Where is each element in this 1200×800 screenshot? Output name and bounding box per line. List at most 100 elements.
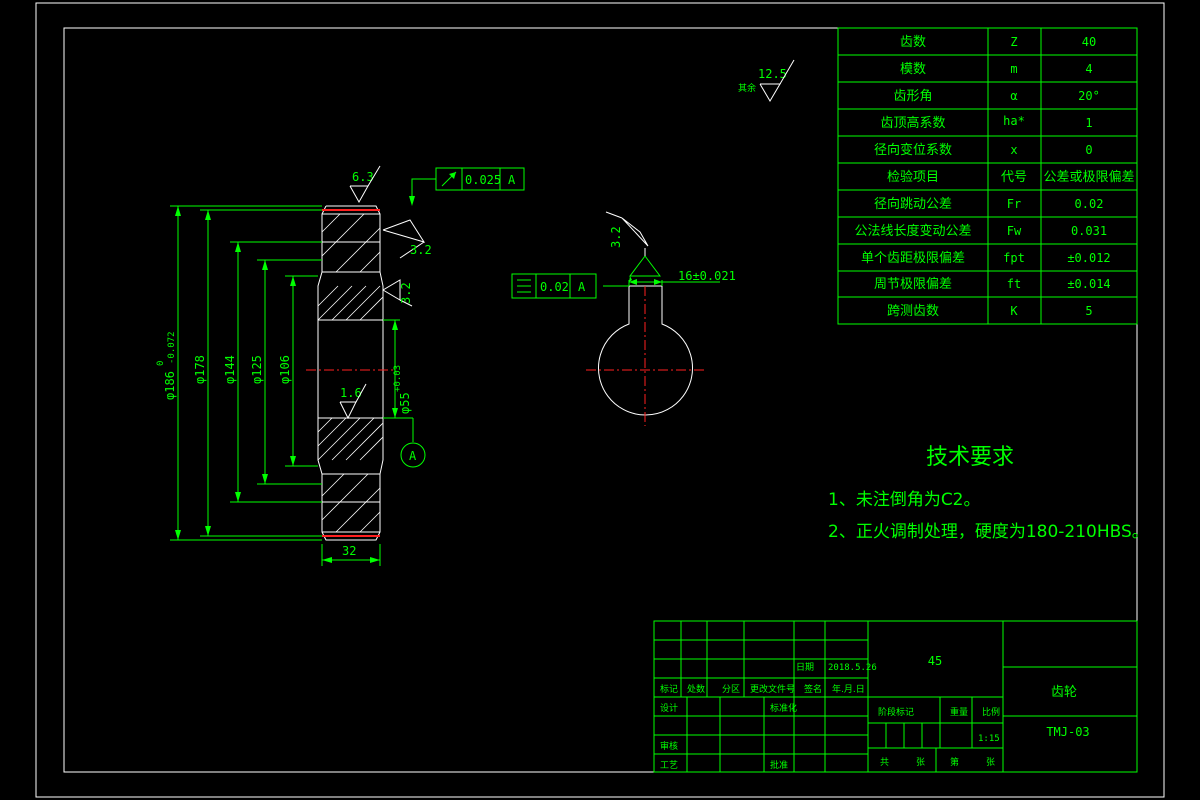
param-symbol: α: [1010, 89, 1017, 103]
row-label: 年.月.日: [832, 683, 865, 695]
row-label: 分区: [722, 684, 740, 695]
row-label: 处数: [687, 683, 705, 695]
dim-d55-tol: +0.03: [393, 365, 403, 392]
roughness-top-symbol: 6.3: [349, 165, 381, 204]
param-symbol: ha*: [1003, 114, 1025, 128]
review-label: 审核: [660, 740, 678, 752]
param-name: 径向变位系数: [874, 142, 952, 158]
param-name: 模数: [900, 62, 926, 77]
std-label: 标准化: [770, 702, 797, 714]
roughness-face1-symbol: 3.2: [382, 219, 432, 259]
roughness-bore-symbol: 1.6: [339, 383, 367, 420]
svg-text:6.3: 6.3: [352, 170, 374, 184]
row-label: 更改文件号: [750, 683, 795, 695]
sheet-label: 共: [880, 757, 889, 768]
param-name: 公法线长度变动公差: [854, 223, 971, 239]
rest-roughness-symbol: 其余 12.5: [738, 59, 795, 102]
tech-requirements: 技术要求 1、未注倒角为C2。 2、正火调制处理，硬度为180-210HBS。: [828, 445, 1149, 542]
row-label: 标记: [660, 683, 678, 695]
tech-req-item: 2、正火调制处理，硬度为180-210HBS。: [828, 522, 1149, 542]
rest-roughness-value: 12.5: [758, 67, 787, 81]
param-value: 20°: [1078, 89, 1100, 103]
dim-d106: φ106: [278, 355, 292, 384]
dim-d186-tol-upper: 0: [156, 361, 166, 366]
keyway-view: 16±0.021 3.2 0.02 A: [511, 211, 736, 426]
material-value: 45: [928, 654, 942, 668]
param-symbol: m: [1010, 62, 1017, 76]
param-value: ±0.014: [1067, 277, 1110, 291]
dim-d55: φ55: [398, 392, 412, 414]
scale-value: 1:15: [978, 734, 1000, 744]
param-value: ±0.012: [1067, 251, 1110, 265]
process-label: 工艺: [660, 760, 678, 771]
dim-d144: φ144: [223, 355, 237, 384]
sheet-label: 张: [986, 757, 995, 768]
param-name: 跨测齿数: [887, 304, 939, 319]
param-value: 0.02: [1075, 197, 1104, 211]
param-symbol: K: [1010, 304, 1018, 318]
key-width-dim: 16±0.021: [678, 269, 736, 283]
roughness-face2-symbol: 3.2: [382, 279, 413, 307]
symmetry-tolerance-frame: 0.02 A: [511, 273, 597, 299]
param-symbol: Z: [1010, 35, 1017, 49]
svg-text:3.2: 3.2: [410, 243, 432, 257]
param-symbol: 代号: [1001, 170, 1027, 185]
inner-border: [63, 27, 1138, 773]
approve-label: 批准: [770, 759, 788, 771]
svg-text:1.6: 1.6: [340, 386, 362, 400]
gear-section-view: φ186 0 -0.072 φ178 φ144 φ125 φ106 φ55 +0…: [156, 165, 525, 566]
param-value: 公差或极限偏差: [1043, 170, 1134, 185]
param-name: 检验项目: [887, 169, 939, 185]
drawing-no: TMJ-03: [1046, 725, 1089, 739]
param-value: 1: [1085, 116, 1092, 130]
param-name: 齿形角: [893, 89, 932, 104]
rest-label: 其余: [738, 82, 756, 94]
tech-req-item: 1、未注倒角为C2。: [828, 490, 981, 510]
design-label: 设计: [660, 702, 678, 714]
svg-text:0.02: 0.02: [540, 280, 569, 294]
weight-label: 重量: [950, 706, 968, 718]
dim-d186: φ186: [163, 371, 177, 400]
outer-border: [35, 2, 1165, 798]
dim-d186-tol-lower: -0.072: [167, 331, 177, 364]
param-symbol: fpt: [1003, 251, 1025, 265]
param-name: 单个齿距极限偏差: [861, 251, 965, 266]
param-symbol: ft: [1007, 277, 1021, 291]
sheet-label: 张: [916, 757, 925, 768]
dim-width: 32: [342, 544, 356, 558]
sheet-label: 第: [950, 756, 959, 768]
params-table: 齿数 Z 40 模数 m 4 齿形角 α 20° 齿顶高系数 ha* 1 径向变…: [837, 27, 1138, 325]
dim-d125: φ125: [250, 355, 264, 384]
date-value: 2018.5.26: [828, 663, 877, 673]
param-value: 4: [1085, 62, 1092, 76]
svg-text:A: A: [409, 449, 417, 463]
param-symbol: Fw: [1007, 224, 1022, 238]
param-value: 40: [1082, 35, 1096, 49]
svg-text:3.2: 3.2: [609, 226, 623, 248]
datum-a-symbol: A: [383, 417, 426, 468]
stage-label: 阶段标记: [878, 706, 914, 718]
param-name: 径向跳动公差: [874, 196, 952, 212]
date-label: 日期: [796, 662, 814, 673]
svg-text:0.025: 0.025: [465, 173, 501, 187]
dim-d178: φ178: [193, 355, 207, 384]
scale-label: 比例: [982, 706, 1000, 718]
param-name: 齿顶高系数: [880, 115, 945, 131]
row-label: 签名: [804, 683, 822, 695]
svg-text:A: A: [578, 280, 586, 294]
title-block: 日期 2018.5.26 标记 处数 分区 更改文件号 签名 年.月.日 设计 …: [653, 620, 1138, 773]
param-name: 周节极限偏差: [874, 277, 952, 292]
part-name: 齿轮: [1051, 685, 1077, 700]
param-value: 0.031: [1071, 224, 1107, 238]
param-symbol: Fr: [1007, 197, 1021, 211]
svg-text:A: A: [508, 173, 516, 187]
svg-text:3.2: 3.2: [399, 282, 413, 304]
tech-req-title: 技术要求: [926, 445, 1014, 470]
param-value: 0: [1085, 143, 1092, 157]
param-name: 齿数: [900, 35, 926, 50]
keyway-roughness-symbol: 3.2: [605, 211, 649, 256]
param-symbol: x: [1010, 143, 1017, 157]
param-value: 5: [1085, 304, 1092, 318]
runout-tolerance-frame: 0.025 A: [409, 167, 525, 206]
